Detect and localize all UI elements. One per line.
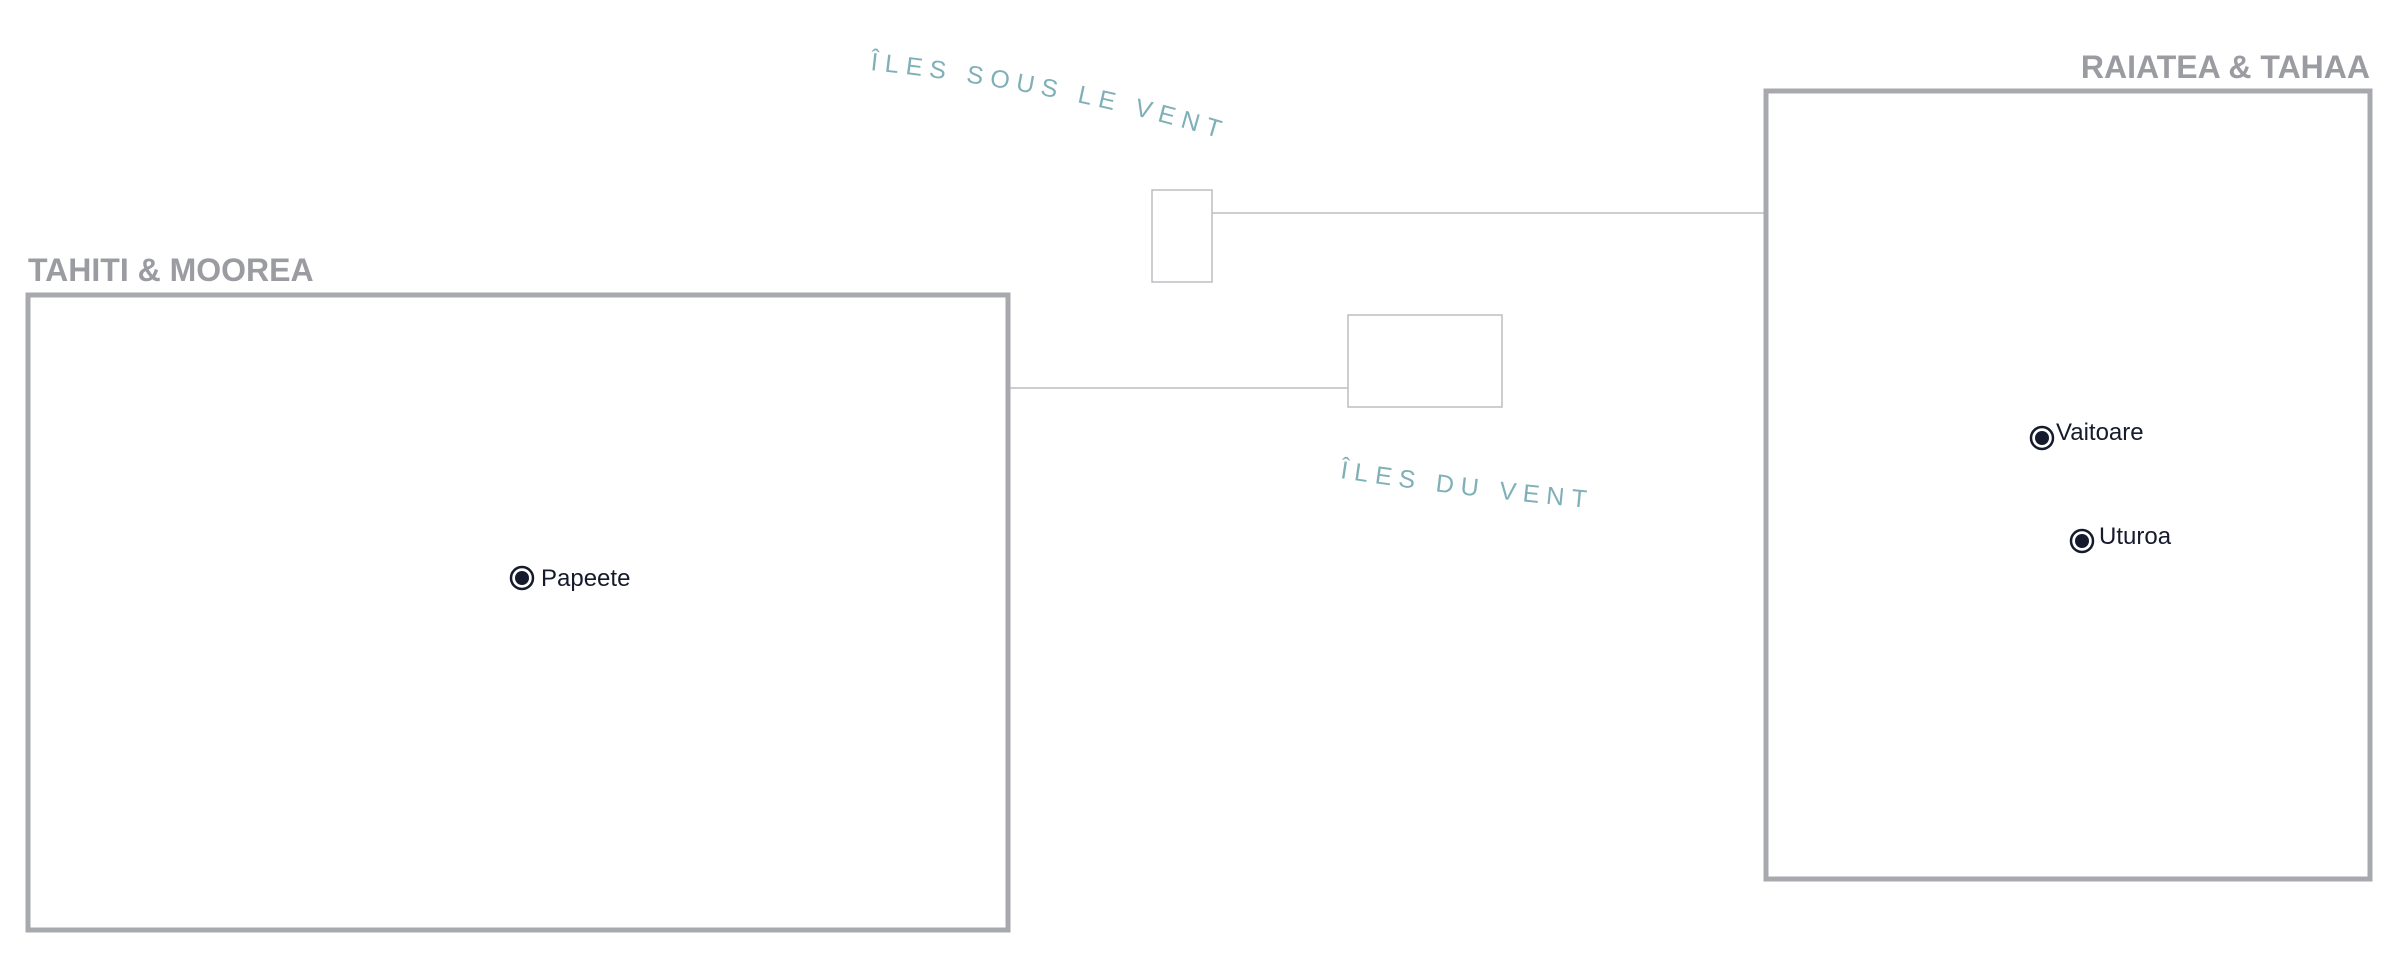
city-label-vaitoare: Vaitoare (2056, 419, 2144, 446)
leeward-islands-label: ÎLES SOUS LE VENT (868, 47, 1231, 146)
leeward-islands-label-text: ÎLES SOUS LE VENT (868, 47, 1224, 146)
windward-islands-label-text: ÎLES DU VENT (1338, 455, 1588, 514)
windward-islands-label: ÎLES DU VENT (1338, 455, 1595, 514)
city-marker-icon (2029, 425, 2055, 451)
city-papeete: Papeete (509, 565, 630, 592)
tahiti-moorea-inset-frame (25, 292, 1011, 933)
raiatea-tahaa-title: RAIATEA & TAHAA (2081, 49, 2370, 85)
city-marker-icon (509, 565, 535, 591)
tahiti-moorea-title: TAHITI & MOOREA (28, 252, 314, 288)
city-marker-icon (2069, 528, 2095, 554)
tahiti-moorea-locator-box (1347, 314, 1503, 408)
city-label-papeete: Papeete (541, 565, 630, 592)
city-uturoa: Uturoa (2069, 523, 2172, 554)
city-vaitoare: Vaitoare (2029, 419, 2144, 451)
raiatea-tahaa-inset-frame (1763, 88, 2373, 882)
raiatea-tahaa-locator-box (1151, 189, 1213, 283)
city-label-uturoa: Uturoa (2099, 523, 2172, 550)
